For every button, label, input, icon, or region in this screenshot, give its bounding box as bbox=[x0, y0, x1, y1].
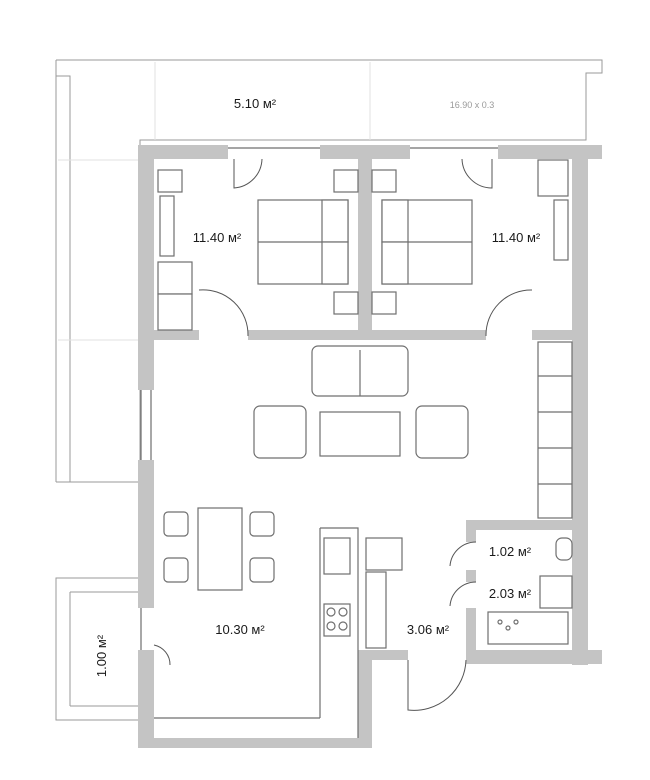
balcony bbox=[55, 577, 138, 721]
windows bbox=[140, 147, 498, 650]
doors bbox=[153, 158, 533, 711]
wardrobe-right bbox=[537, 341, 573, 519]
hall-area-label: 3.06 м² bbox=[407, 622, 450, 637]
dining-furniture bbox=[163, 507, 275, 591]
bedroom-right-furniture bbox=[371, 159, 569, 315]
room-labels: 5.10 м² 16.90 x 0.3 11.40 м² 11.40 м² 1.… bbox=[94, 96, 541, 677]
terrace-note-label: 16.90 x 0.3 bbox=[450, 100, 495, 110]
bedroom-left-area-label: 11.40 м² bbox=[193, 230, 242, 245]
bathroom-fixtures bbox=[487, 537, 573, 645]
kitchen-counter bbox=[154, 527, 359, 738]
living-furniture bbox=[253, 345, 469, 459]
bedroom-right-area-label: 11.40 м² bbox=[492, 230, 541, 245]
hall-furniture bbox=[365, 537, 403, 649]
bedroom-left-furniture bbox=[157, 169, 359, 331]
terrace-area-label: 5.10 м² bbox=[234, 96, 277, 111]
bathroom-large-area-label: 2.03 м² bbox=[489, 586, 532, 601]
balcony-area-label: 1.00 м² bbox=[94, 634, 109, 677]
kitchen-area-label: 10.30 м² bbox=[215, 622, 265, 637]
terrace bbox=[55, 59, 603, 483]
walls bbox=[138, 145, 602, 748]
bathroom-small-area-label: 1.02 м² bbox=[489, 544, 532, 559]
